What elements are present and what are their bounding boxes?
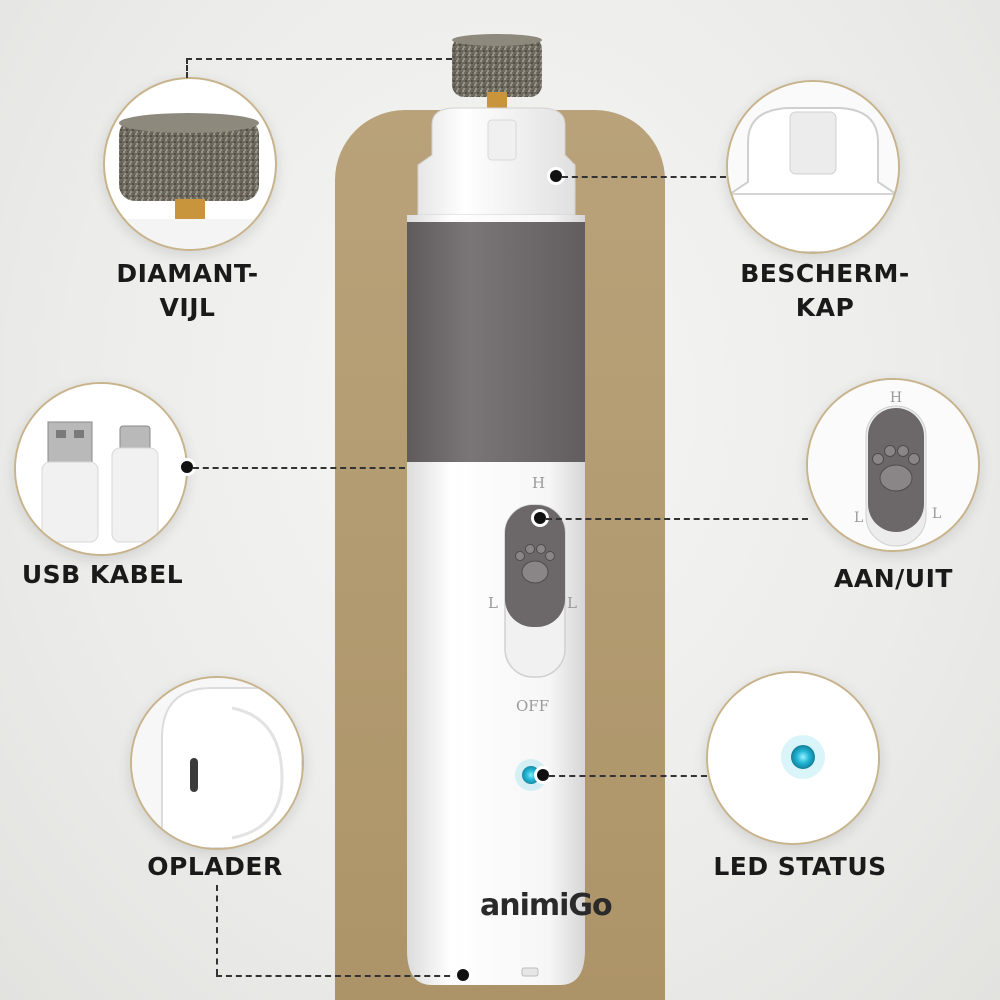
connector-led-status <box>549 775 707 777</box>
protective-cap-label: BESCHERM- KAP <box>740 259 910 322</box>
usb-cable-marker <box>181 461 193 473</box>
switch-off-label: OFF <box>516 697 550 715</box>
connector-usb-cable <box>193 467 405 469</box>
connector-charger-v <box>216 885 218 975</box>
svg-text:L: L <box>932 506 941 522</box>
svg-text:H: H <box>890 390 902 406</box>
svg-text:L: L <box>854 510 863 526</box>
charger-marker <box>457 969 469 981</box>
connector-diamond-file-h <box>186 58 452 60</box>
connector-diamond-file-v <box>186 58 188 78</box>
usb-cable-label: USB KABEL <box>21 560 184 589</box>
charger-port-closeup <box>130 676 304 850</box>
switch-high-label: H <box>532 474 546 492</box>
power-switch-closeup: H L L <box>806 378 980 552</box>
led-status-marker <box>537 769 549 781</box>
power-switch-marker <box>534 512 546 524</box>
charger-label: OPLADER <box>147 852 283 881</box>
diamond-file-label: DIAMANT- VIJL <box>116 259 259 322</box>
connector-charger-h <box>216 975 460 977</box>
protective-cap-marker <box>550 170 562 182</box>
led-status-closeup <box>706 671 880 845</box>
brand-logo: animiGo <box>480 888 613 923</box>
connector-power-switch <box>546 518 808 520</box>
switch-low-left-label: L <box>488 594 498 612</box>
power-switch-label: AAN/UIT <box>834 564 953 593</box>
protective-cap-closeup <box>726 80 900 254</box>
usb-cable-closeup <box>14 382 188 556</box>
led-status-label: LED STATUS <box>713 852 887 881</box>
diamond-file-closeup <box>103 77 277 251</box>
connector-protective-cap <box>562 176 726 178</box>
switch-low-right-label: L <box>567 594 577 612</box>
